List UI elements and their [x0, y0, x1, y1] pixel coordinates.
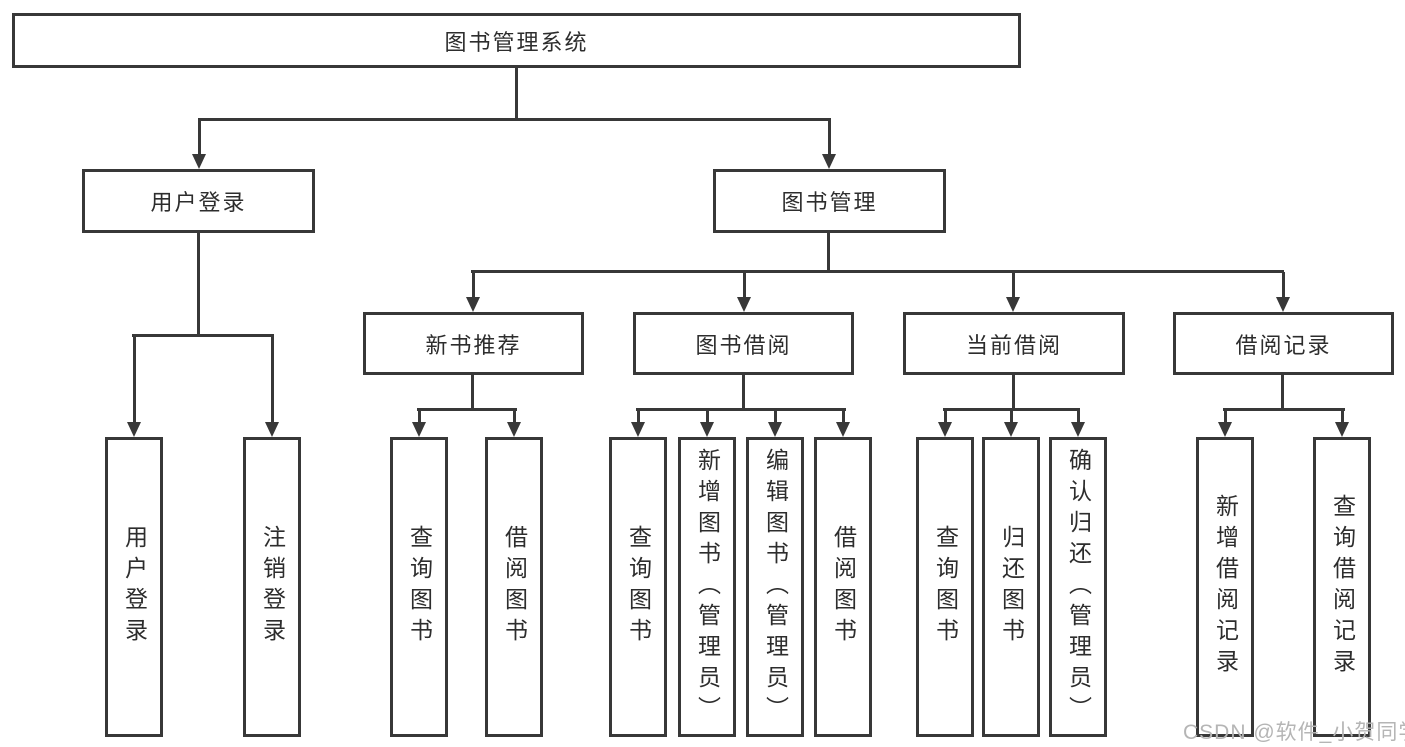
arrow-newrec-borrow-books — [507, 410, 521, 437]
arrow-current-query-books — [938, 410, 952, 437]
leaf-borrow-edit-books-admin-label: 编辑图书（管理员） — [762, 447, 789, 727]
connector-current-borrow-bus — [943, 408, 1080, 411]
leaf-records-query-record-label: 查询借阅记录 — [1329, 494, 1356, 680]
arrow-to-logout-leaf — [265, 336, 279, 437]
arrow-newrec-query-books — [412, 410, 426, 437]
arrow-borrow-query-books — [631, 410, 645, 437]
leaf-user-login-label: 用户登录 — [121, 525, 148, 649]
arrow-to-book-borrow — [737, 272, 751, 312]
leaf-newrec-borrow-books: 借阅图书 — [485, 437, 543, 737]
connector-level2-bus — [471, 270, 1284, 273]
arrow-borrow-add-books — [700, 410, 714, 437]
leaf-newrec-query-books: 查询图书 — [390, 437, 448, 737]
leaf-borrow-borrow-books-label: 借阅图书 — [830, 525, 857, 649]
leaf-current-query-books-label: 查询图书 — [932, 525, 959, 649]
leaf-borrow-query-books-label: 查询图书 — [625, 525, 652, 649]
leaf-borrow-query-books: 查询图书 — [609, 437, 667, 737]
leaf-records-add-record-label: 新增借阅记录 — [1212, 494, 1239, 680]
arrow-to-book-management — [822, 120, 836, 169]
leaf-borrow-add-books-admin-label: 新增图书（管理员） — [694, 447, 721, 727]
leaf-current-confirm-return-admin-label: 确认归还（管理员） — [1065, 447, 1092, 727]
connector-book-management-stem — [827, 233, 830, 273]
node-library-management-system: 图书管理系统 — [12, 13, 1021, 68]
node-book-borrow: 图书借阅 — [633, 312, 854, 375]
connector-new-book-bus — [417, 408, 517, 411]
leaf-logout-label: 注销登录 — [259, 525, 286, 649]
leaf-user-login: 用户登录 — [105, 437, 163, 737]
arrow-to-current-borrow — [1006, 272, 1020, 312]
arrow-to-user-login — [192, 120, 206, 169]
leaf-newrec-query-books-label: 查询图书 — [406, 525, 433, 649]
node-user-login: 用户登录 — [82, 169, 315, 233]
leaf-newrec-borrow-books-label: 借阅图书 — [501, 525, 528, 649]
leaf-current-query-books: 查询图书 — [916, 437, 974, 737]
connector-level1-bus — [198, 118, 831, 121]
node-book-management: 图书管理 — [713, 169, 946, 233]
arrow-records-add-record — [1218, 410, 1232, 437]
arrow-current-confirm-return — [1071, 410, 1085, 437]
leaf-current-return-books: 归还图书 — [982, 437, 1040, 737]
arrow-borrow-borrow-books — [836, 410, 850, 437]
arrow-to-borrow-records — [1276, 272, 1290, 312]
node-new-book-recommend: 新书推荐 — [363, 312, 584, 375]
arrow-records-query-record — [1335, 410, 1349, 437]
leaf-logout: 注销登录 — [243, 437, 301, 737]
connector-book-borrow-bus — [636, 408, 846, 411]
leaf-borrow-add-books-admin: 新增图书（管理员） — [678, 437, 736, 737]
connector-book-borrow-stem — [742, 375, 745, 411]
leaf-records-add-record: 新增借阅记录 — [1196, 437, 1254, 737]
leaf-current-return-books-label: 归还图书 — [998, 525, 1025, 649]
leaf-current-confirm-return-admin: 确认归还（管理员） — [1049, 437, 1107, 737]
arrow-borrow-edit-books — [768, 410, 782, 437]
connector-root-stem — [515, 68, 518, 121]
connector-new-book-stem — [471, 375, 474, 411]
leaf-borrow-edit-books-admin: 编辑图书（管理员） — [746, 437, 804, 737]
arrow-current-return-books — [1004, 410, 1018, 437]
node-borrow-records: 借阅记录 — [1173, 312, 1394, 375]
connector-borrow-records-bus — [1223, 408, 1345, 411]
leaf-records-query-record: 查询借阅记录 — [1313, 437, 1371, 737]
leaf-borrow-borrow-books: 借阅图书 — [814, 437, 872, 737]
connector-borrow-records-stem — [1281, 375, 1284, 411]
connector-current-borrow-stem — [1012, 375, 1015, 411]
connector-user-login-stem — [197, 233, 200, 337]
arrow-to-user-login-leaf — [127, 336, 141, 437]
node-current-borrow: 当前借阅 — [903, 312, 1125, 375]
connector-user-login-bus — [132, 334, 274, 337]
arrow-to-new-book-recommend — [466, 272, 480, 312]
csdn-watermark: CSDN @软件_小贺同学 — [1183, 721, 1405, 744]
